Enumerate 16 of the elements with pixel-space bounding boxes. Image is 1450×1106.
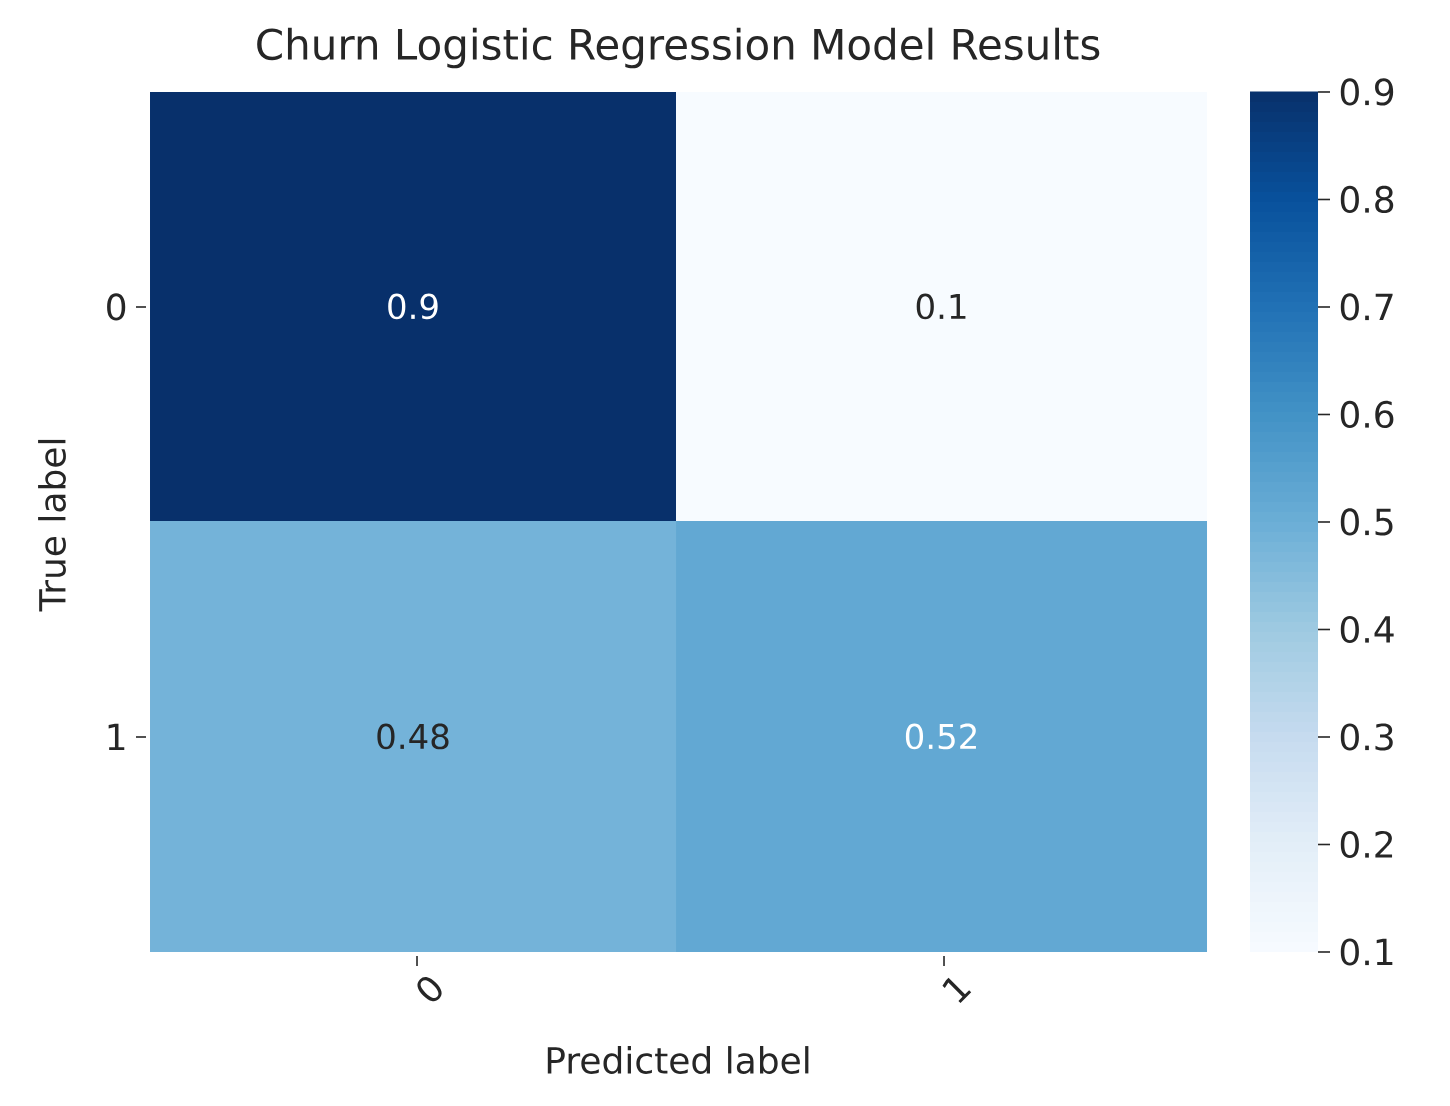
colorbar-tick-label: 0.9	[1340, 78, 1394, 106]
colorbar-tick-label: 0.2	[1340, 830, 1393, 859]
heatmap-cell: 0.1	[676, 92, 1207, 521]
colorbar-tick-label: 0.6	[1340, 400, 1394, 429]
heatmap-cell: 0.9	[150, 92, 676, 521]
axis-label: True label	[38, 439, 66, 612]
colorbar-tick-label: 0.1	[1340, 938, 1393, 966]
chart-title: Churn Logistic Regression Model Results	[257, 27, 1100, 69]
axis-label: Predicted label	[547, 1046, 809, 1074]
colorbar-tick-label: 0.4	[1340, 615, 1394, 644]
colorbar-tick-label: 0.5	[1340, 508, 1393, 536]
heatmap-cell: 0.52	[676, 521, 1207, 952]
colorbar-tick-label: 0.3	[1340, 723, 1393, 751]
heatmap-cell: 0.48	[150, 521, 676, 952]
colorbar-tick-label: 0.7	[1340, 293, 1393, 321]
colorbar-tick-label: 0.8	[1340, 185, 1394, 214]
